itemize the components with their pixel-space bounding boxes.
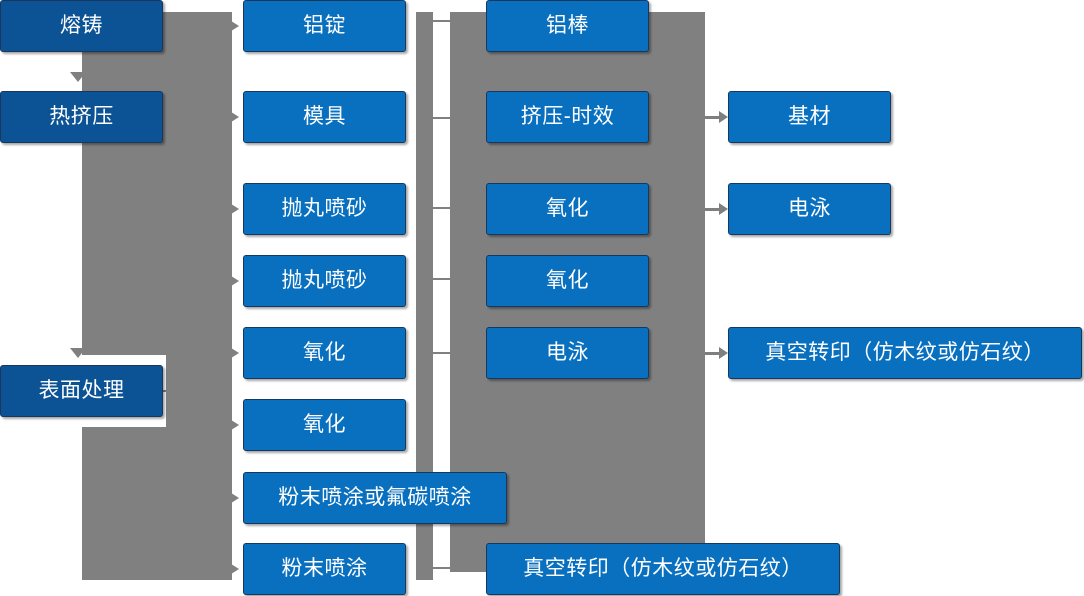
arrow-to-process-1 xyxy=(228,19,239,33)
final-label-3: 真空转印（仿木纹或仿石纹） xyxy=(765,341,1045,365)
stage-box-extrusion[interactable]: 热挤压 xyxy=(0,91,163,143)
arrow-to-process-6 xyxy=(228,418,239,432)
stage-label-extrusion: 热挤压 xyxy=(49,105,114,129)
output-box-5[interactable]: 电泳 xyxy=(486,327,649,379)
final-box-3[interactable]: 真空转印（仿木纹或仿石纹） xyxy=(728,327,1082,379)
process-label-2: 模具 xyxy=(303,105,346,129)
arrow-to-final-1 xyxy=(705,111,728,123)
arrow-to-process-5 xyxy=(228,346,239,360)
arrow-to-process-4 xyxy=(228,274,239,288)
arrow-to-final-2 xyxy=(705,203,728,215)
connector-bridge-4 xyxy=(433,278,451,280)
output-label-4: 氧化 xyxy=(546,269,589,293)
connector-surface-stub xyxy=(163,390,185,392)
arrow-to-process-2 xyxy=(228,110,239,124)
final-box-2[interactable]: 电泳 xyxy=(728,183,891,235)
output-box-2[interactable]: 挤压-时效 xyxy=(486,91,649,143)
output-label-1: 铝棒 xyxy=(546,14,589,38)
process-label-1: 铝锭 xyxy=(303,14,346,38)
output-label-6: 真空转印（仿木纹或仿石纹） xyxy=(523,557,803,581)
arrow-to-process-3 xyxy=(228,202,239,216)
stage-label-melting: 熔铸 xyxy=(60,14,103,38)
process-box-6[interactable]: 氧化 xyxy=(243,399,406,451)
process-box-4[interactable]: 抛丸喷砂 xyxy=(243,255,406,307)
final-label-1: 基材 xyxy=(788,105,831,129)
output-box-6[interactable]: 真空转印（仿木纹或仿石纹） xyxy=(486,543,840,595)
connector-bridge-6 xyxy=(433,567,451,569)
stage-box-surface[interactable]: 表面处理 xyxy=(0,365,163,417)
process-box-3[interactable]: 抛丸喷砂 xyxy=(243,183,406,235)
process-label-6: 氧化 xyxy=(303,413,346,437)
output-box-4[interactable]: 氧化 xyxy=(486,255,649,307)
arrow-to-process-7 xyxy=(228,491,239,505)
arrow-down-extrusion-to-surface xyxy=(70,348,86,358)
connector-bridge-3 xyxy=(433,207,451,209)
process-label-3: 抛丸喷砂 xyxy=(281,197,368,221)
stage-label-surface: 表面处理 xyxy=(38,379,125,403)
final-box-1[interactable]: 基材 xyxy=(728,91,891,143)
process-label-7: 粉末喷涂或氟碳喷涂 xyxy=(278,486,472,510)
output-label-2: 挤压-时效 xyxy=(520,105,615,129)
process-label-5: 氧化 xyxy=(303,341,346,365)
arrow-to-final-3 xyxy=(705,347,728,359)
output-label-5: 电泳 xyxy=(546,341,589,365)
process-box-1[interactable]: 铝锭 xyxy=(243,0,406,52)
connector-bridge-2 xyxy=(433,117,451,119)
process-box-5[interactable]: 氧化 xyxy=(243,327,406,379)
final-label-2: 电泳 xyxy=(788,197,831,221)
connector-bridge-5 xyxy=(433,352,451,354)
arrow-to-process-8 xyxy=(228,562,239,576)
process-box-2[interactable]: 模具 xyxy=(243,91,406,143)
process-box-7[interactable]: 粉末喷涂或氟碳喷涂 xyxy=(243,472,507,524)
connector-bridge-1 xyxy=(433,20,451,22)
output-box-3[interactable]: 氧化 xyxy=(486,183,649,235)
process-box-8[interactable]: 粉末喷涂 xyxy=(243,543,406,595)
process-label-4: 抛丸喷砂 xyxy=(281,269,368,293)
output-label-3: 氧化 xyxy=(546,197,589,221)
connector-bar-thin xyxy=(416,12,433,580)
process-label-8: 粉末喷涂 xyxy=(281,557,368,581)
output-box-1[interactable]: 铝棒 xyxy=(486,0,649,52)
stage-box-melting[interactable]: 熔铸 xyxy=(0,0,163,52)
arrow-down-melting-to-extrusion xyxy=(70,72,86,82)
